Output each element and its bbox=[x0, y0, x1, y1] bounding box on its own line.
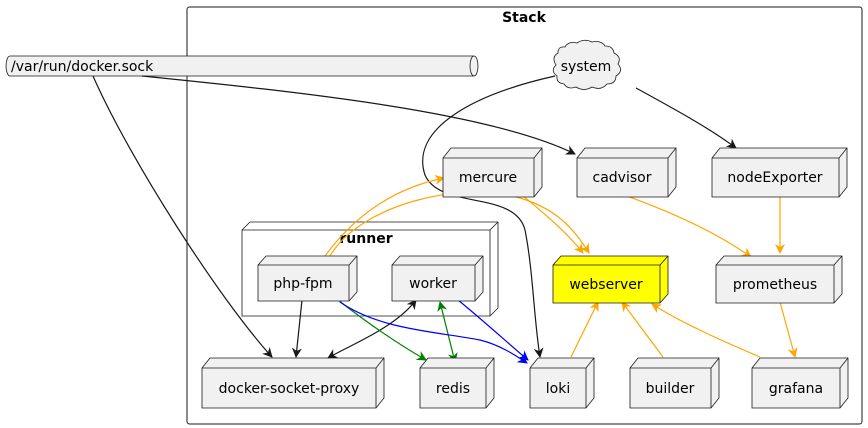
node-mercure: mercure bbox=[442, 147, 543, 198]
node-php-fpm: php-fpm bbox=[257, 255, 358, 302]
edge-system-nodeexporter bbox=[635, 87, 737, 149]
node-redis: redis bbox=[419, 357, 495, 409]
node-prometheus: prometheus bbox=[715, 255, 843, 304]
docker-socket-proxy-label: docker-socket-proxy bbox=[219, 381, 360, 397]
php-fpm-label: php-fpm bbox=[273, 276, 332, 292]
edge-sock-docker-socket-proxy bbox=[92, 75, 273, 358]
runner-title: runner bbox=[339, 231, 392, 247]
loki-label: loki bbox=[546, 381, 570, 397]
docker-sock-label: /var/run/docker.sock bbox=[11, 59, 154, 75]
edge-prometheus-grafana bbox=[779, 301, 798, 358]
stack-title: Stack bbox=[502, 10, 547, 26]
node-worker: worker bbox=[391, 255, 484, 302]
stack-container: Stack bbox=[186, 6, 863, 425]
worker-label: worker bbox=[409, 276, 457, 292]
nodeexporter-label: nodeExporter bbox=[727, 170, 822, 186]
node-docker-socket-proxy: docker-socket-proxy bbox=[201, 357, 385, 409]
node-builder: builder bbox=[629, 357, 720, 409]
system-label: system bbox=[561, 59, 612, 75]
edges bbox=[92, 75, 798, 364]
node-nodeexporter: nodeExporter bbox=[711, 147, 848, 198]
builder-label: builder bbox=[646, 381, 695, 397]
edge-loki-webserver bbox=[570, 301, 599, 358]
edge-builder-webserver bbox=[621, 301, 664, 358]
mercure-label: mercure bbox=[459, 170, 517, 186]
redis-label: redis bbox=[436, 381, 470, 397]
webserver-label: webserver bbox=[569, 277, 643, 293]
edge-phpfpm-docker-socket-proxy bbox=[291, 299, 303, 358]
system-cloud: system bbox=[552, 39, 621, 90]
edge-system-loki bbox=[422, 75, 556, 358]
edge-worker-redis bbox=[437, 301, 458, 363]
edge-grafana-webserver bbox=[651, 303, 761, 358]
edge-phpfpm-mercure bbox=[324, 174, 445, 257]
edge-worker-loki bbox=[457, 299, 529, 361]
grafana-label: grafana bbox=[769, 381, 823, 397]
docker-sock-queue: /var/run/docker.sock bbox=[5, 55, 479, 77]
node-webserver: webserver bbox=[552, 255, 669, 304]
edge-worker-docker-socket-proxy bbox=[327, 299, 417, 359]
prometheus-label: prometheus bbox=[733, 277, 817, 293]
edge-cadvisor-prometheus bbox=[623, 194, 752, 258]
node-grafana: grafana bbox=[751, 357, 849, 409]
edge-phpfpm-loki bbox=[339, 301, 528, 364]
cadvisor-label: cadvisor bbox=[593, 170, 652, 186]
node-cadvisor: cadvisor bbox=[576, 147, 677, 198]
edge-sock-cadvisor bbox=[141, 75, 576, 155]
node-loki: loki bbox=[529, 357, 595, 409]
